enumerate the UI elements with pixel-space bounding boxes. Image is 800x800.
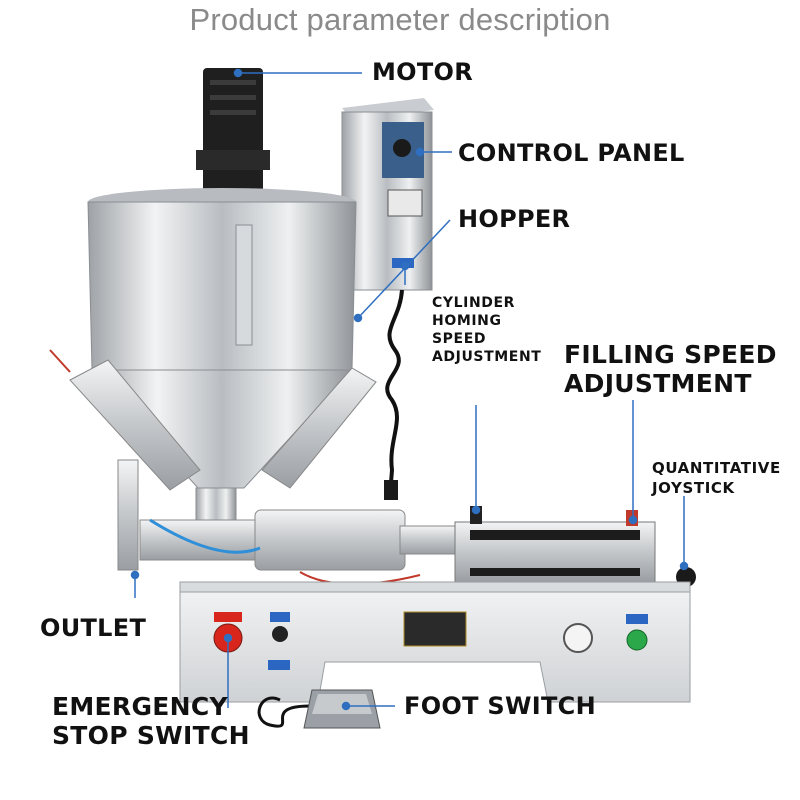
filling-cylinder-assembly bbox=[117, 459, 696, 587]
label-foot-switch: FOOT SWITCH bbox=[404, 692, 596, 720]
label-joystick-line-2: JOYSTICK bbox=[652, 479, 735, 497]
label-motor: MOTOR bbox=[372, 58, 474, 86]
label-filling-speed-adjustment: FILLING SPEED ADJUSTMENT bbox=[564, 340, 777, 398]
label-cylinder-line-2: HOMING bbox=[432, 313, 502, 329]
power-cord bbox=[385, 289, 404, 496]
label-emergency-stop-switch: EMERGENCY STOP SWITCH bbox=[52, 692, 250, 750]
motor-unit bbox=[196, 68, 270, 212]
base-cabinet bbox=[179, 581, 691, 703]
label-cylinder-line-1: CYLINDER bbox=[432, 295, 516, 311]
label-cylinder-homing-speed: CYLINDER HOMING SPEED ADJUSTMENT bbox=[432, 294, 541, 366]
label-hopper: HOPPER bbox=[458, 205, 571, 233]
leader-lines bbox=[130, 68, 689, 711]
label-outlet: OUTLET bbox=[40, 614, 147, 642]
hopper-tank bbox=[49, 188, 377, 523]
foot-switch-pedal bbox=[257, 689, 381, 729]
label-quantitative-joystick: QUANTITATIVE JOYSTICK bbox=[652, 458, 781, 498]
label-joystick-line-1: QUANTITATIVE bbox=[652, 459, 781, 477]
control-panel-box bbox=[341, 98, 434, 291]
label-emergency-line-2: STOP SWITCH bbox=[52, 721, 250, 750]
label-emergency-line-1: EMERGENCY bbox=[52, 692, 228, 721]
label-cylinder-line-3: SPEED bbox=[432, 331, 487, 347]
label-filling-line-1: FILLING SPEED bbox=[564, 340, 777, 369]
label-filling-line-2: ADJUSTMENT bbox=[564, 369, 752, 398]
label-control-panel: CONTROL PANEL bbox=[458, 139, 685, 167]
label-cylinder-line-4: ADJUSTMENT bbox=[432, 349, 542, 365]
page-title: Product parameter description bbox=[189, 2, 611, 37]
